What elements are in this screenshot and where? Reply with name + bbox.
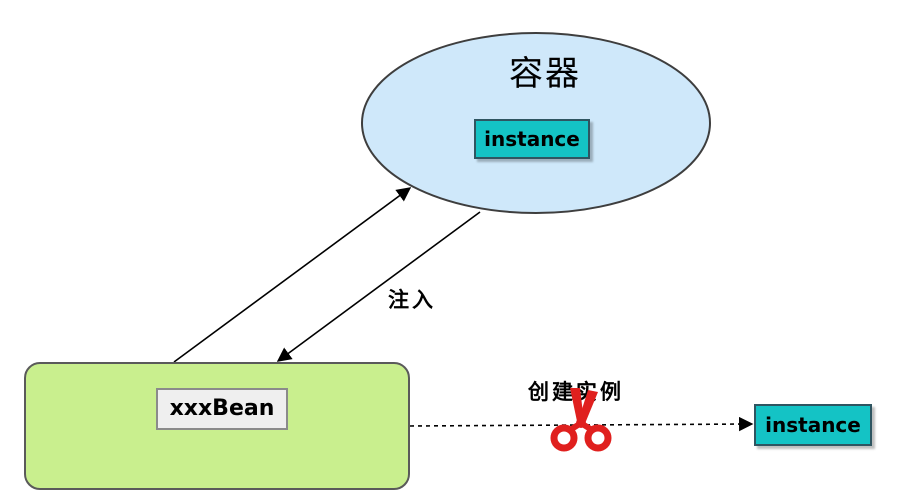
inject-edge-label: 注入	[388, 288, 436, 312]
bean-to-container-arrow	[173, 187, 412, 363]
container-title: 容器	[509, 54, 581, 94]
inject-arrow	[276, 211, 481, 362]
external-instance-box: instance	[754, 404, 872, 446]
scissors-icon	[550, 388, 612, 452]
bean-label: xxxBean	[156, 388, 288, 430]
container-instance-box: instance	[474, 119, 590, 159]
